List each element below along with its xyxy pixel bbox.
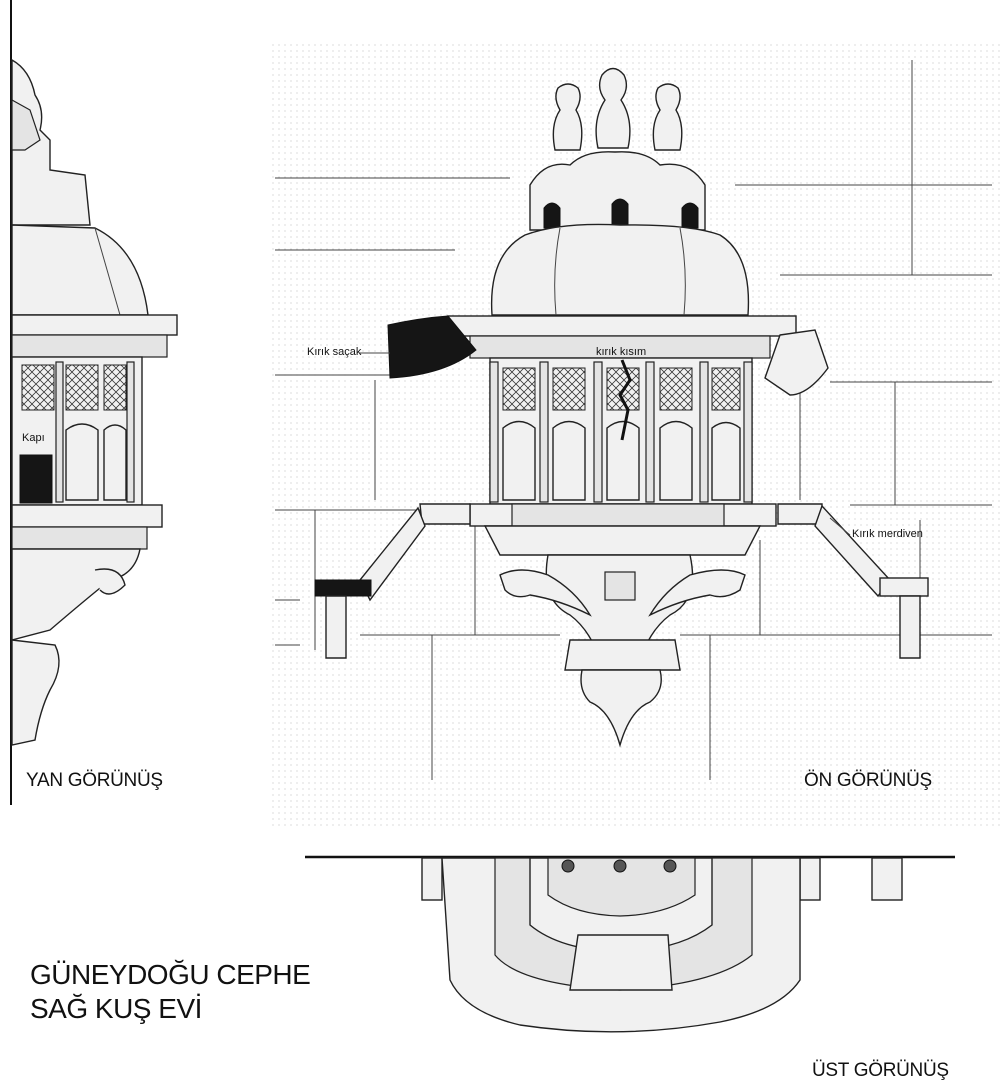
side-view-drawing bbox=[11, 58, 178, 746]
top-view-label: ÜST GÖRÜNÜŞ bbox=[812, 1060, 949, 1081]
broken-stair-label: Kırık merdiven bbox=[852, 528, 923, 540]
finials bbox=[552, 67, 683, 151]
page-title-line-1: GÜNEYDOĞU CEPHE bbox=[30, 959, 311, 990]
lattice-windows bbox=[502, 367, 741, 411]
broken-stair-mark bbox=[314, 579, 372, 597]
front-view-label: ÖN GÖRÜNÜŞ bbox=[804, 770, 932, 791]
top-view-drawing bbox=[421, 857, 903, 1033]
broken-eave-mark bbox=[387, 315, 477, 379]
broken-part-label: kırık kısım bbox=[596, 346, 647, 358]
broken-eave-label: Kırık saçak bbox=[307, 346, 362, 358]
page-title-line-2: SAĞ KUŞ EVİ bbox=[30, 993, 202, 1024]
front-view-drawing bbox=[314, 67, 929, 748]
side-view-label: YAN GÖRÜNÜŞ bbox=[26, 770, 163, 791]
columns bbox=[489, 361, 753, 503]
door-label: Kapı bbox=[22, 432, 45, 444]
annotation-leaders bbox=[360, 352, 851, 536]
arched-panels bbox=[502, 420, 741, 501]
